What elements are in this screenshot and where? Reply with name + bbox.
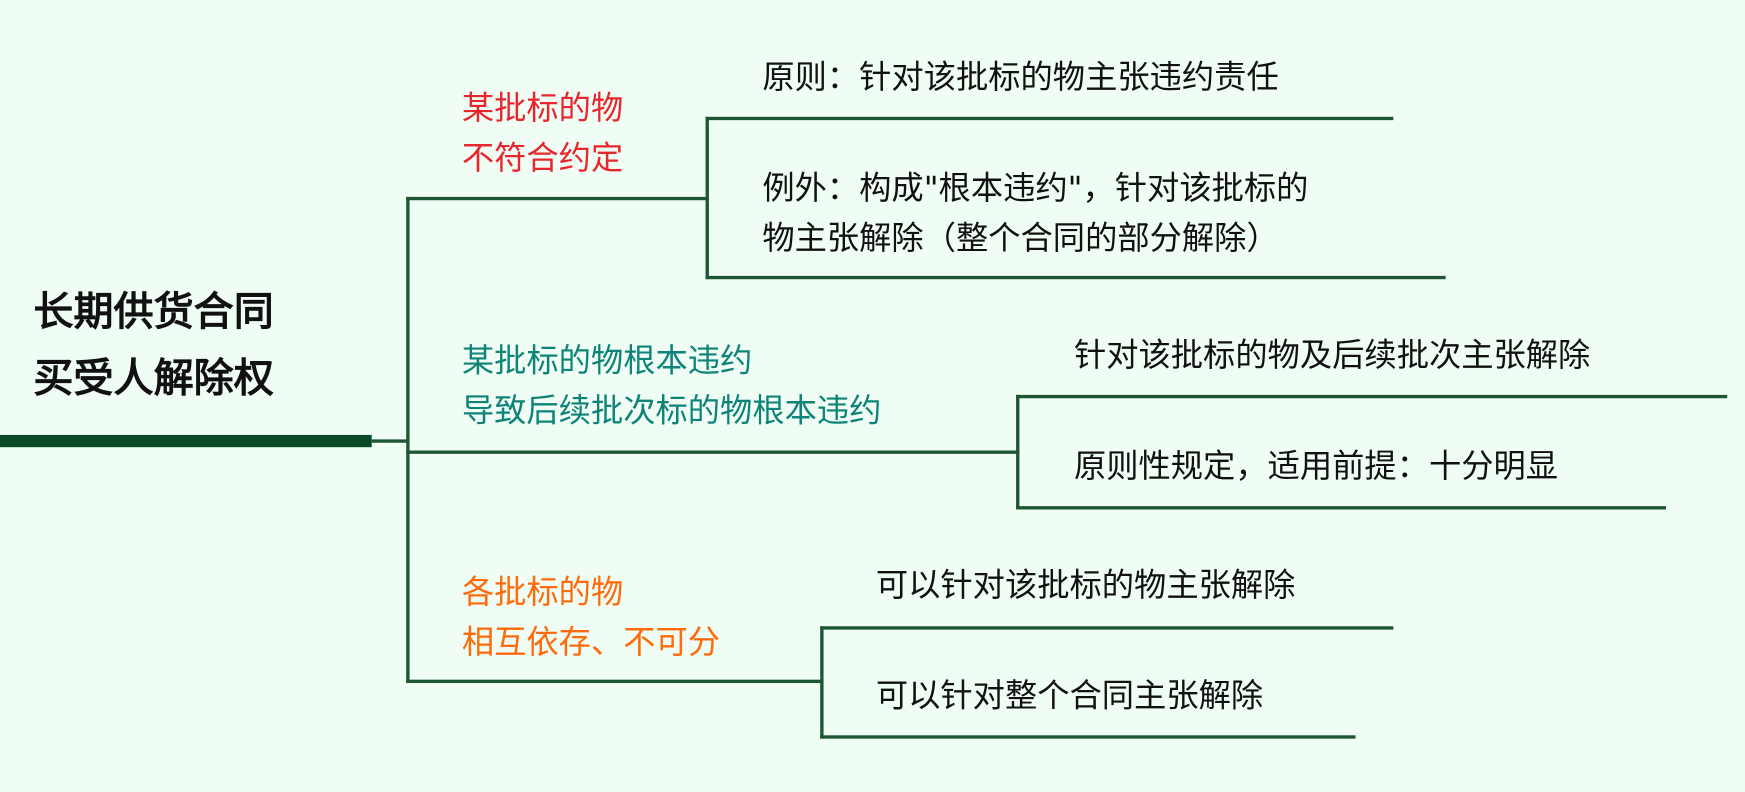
branch1-child1-line — [705, 116, 1394, 121]
root-title-line1: 长期供货合同 — [33, 288, 274, 334]
branch2-child1-line — [1016, 394, 1728, 399]
branch2-child2[interactable]: 原则性规定，适用前提：十分明显 — [1073, 447, 1559, 486]
branch3-child2-line — [820, 735, 1356, 739]
branch3-child1-line — [820, 626, 1394, 630]
branch1-line — [406, 196, 709, 201]
branch2-sub-connector — [1016, 394, 1020, 510]
trunk-line — [406, 196, 410, 684]
branch1-sub-connector — [705, 116, 709, 280]
branch3-child2[interactable]: 可以针对整个合同主张解除 — [875, 676, 1264, 715]
branch2-line — [406, 450, 1020, 454]
branch2-child1[interactable]: 针对该批标的物及后续批次主张解除 — [1073, 335, 1591, 374]
branch1-child2-line — [705, 275, 1446, 280]
root-connector — [371, 439, 410, 443]
root-bar — [0, 434, 372, 448]
root-title-line2: 买受人解除权 — [33, 354, 274, 401]
branch3-sub-connector — [820, 626, 824, 739]
branch3-line — [406, 679, 824, 684]
branch2-child2-line — [1016, 506, 1667, 510]
branch1-child2[interactable]: 例外：构成"根本违约"，针对该批标的 物主张解除（整个合同的部分解除） — [762, 169, 1309, 257]
branch2-label[interactable]: 某批标的物根本违约 导致后续批次标的物根本违约 — [461, 341, 882, 430]
root-node[interactable]: 长期供货合同 买受人解除权 — [33, 278, 273, 411]
branch3-label[interactable]: 各批标的物 相互依存、不可分 — [461, 572, 721, 661]
branch1-child1[interactable]: 原则：针对该批标的物主张违约责任 — [762, 57, 1279, 96]
branch3-child1[interactable]: 可以针对该批标的物主张解除 — [875, 566, 1296, 605]
branch1-label[interactable]: 某批标的物 不符合约定 — [461, 88, 624, 177]
